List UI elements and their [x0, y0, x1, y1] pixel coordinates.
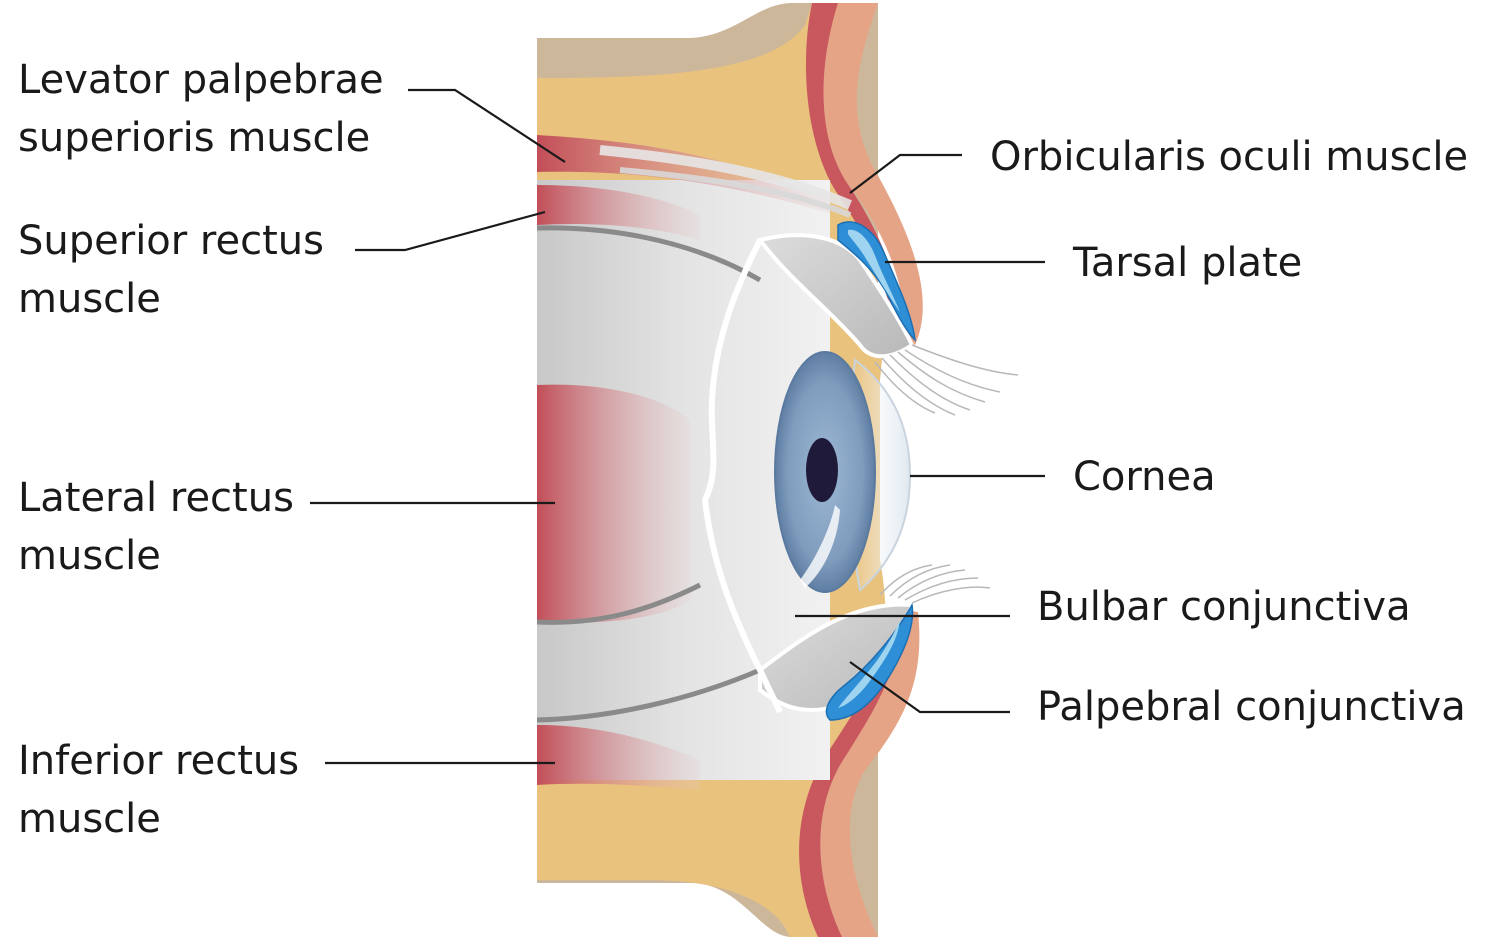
label-superior-rectus-line1: Superior rectus: [18, 218, 324, 264]
label-tarsal: Tarsal plate: [1072, 240, 1302, 286]
label-levator-line2: superioris muscle: [18, 115, 370, 161]
tarsal-plate-upper: [837, 221, 917, 343]
lower-eyelashes: [879, 564, 991, 604]
label-lateral-rectus-line2: muscle: [18, 533, 161, 579]
inferior-rectus-shape: [537, 725, 700, 790]
label-superior-rectus-line2: muscle: [18, 276, 161, 322]
bulbar-conjunctiva-outline: [701, 238, 783, 714]
label-inferior-rectus-line1: Inferior rectus: [18, 738, 299, 784]
label-orbicularis: Orbicularis oculi muscle: [990, 134, 1468, 180]
tarsal-plate-lower: [825, 602, 914, 721]
lateral-rectus-shape: [537, 384, 690, 623]
superior-rectus-shape: [537, 185, 700, 240]
label-levator-line1: Levator palpebrae: [18, 57, 384, 103]
label-inferior-rectus-line2: muscle: [18, 796, 161, 842]
label-palpebral: Palpebral conjunctiva: [1037, 684, 1466, 730]
label-lateral-rectus-line1: Lateral rectus: [18, 475, 294, 521]
eyelid-skin-lower: [820, 610, 920, 937]
label-bulbar: Bulbar conjunctiva: [1037, 584, 1411, 630]
label-cornea: Cornea: [1073, 454, 1216, 500]
leader-lines: [310, 88, 1045, 765]
pupil: [806, 438, 838, 502]
upper-eyelashes: [874, 344, 1019, 416]
upper-eyelid-inner: [756, 233, 915, 359]
